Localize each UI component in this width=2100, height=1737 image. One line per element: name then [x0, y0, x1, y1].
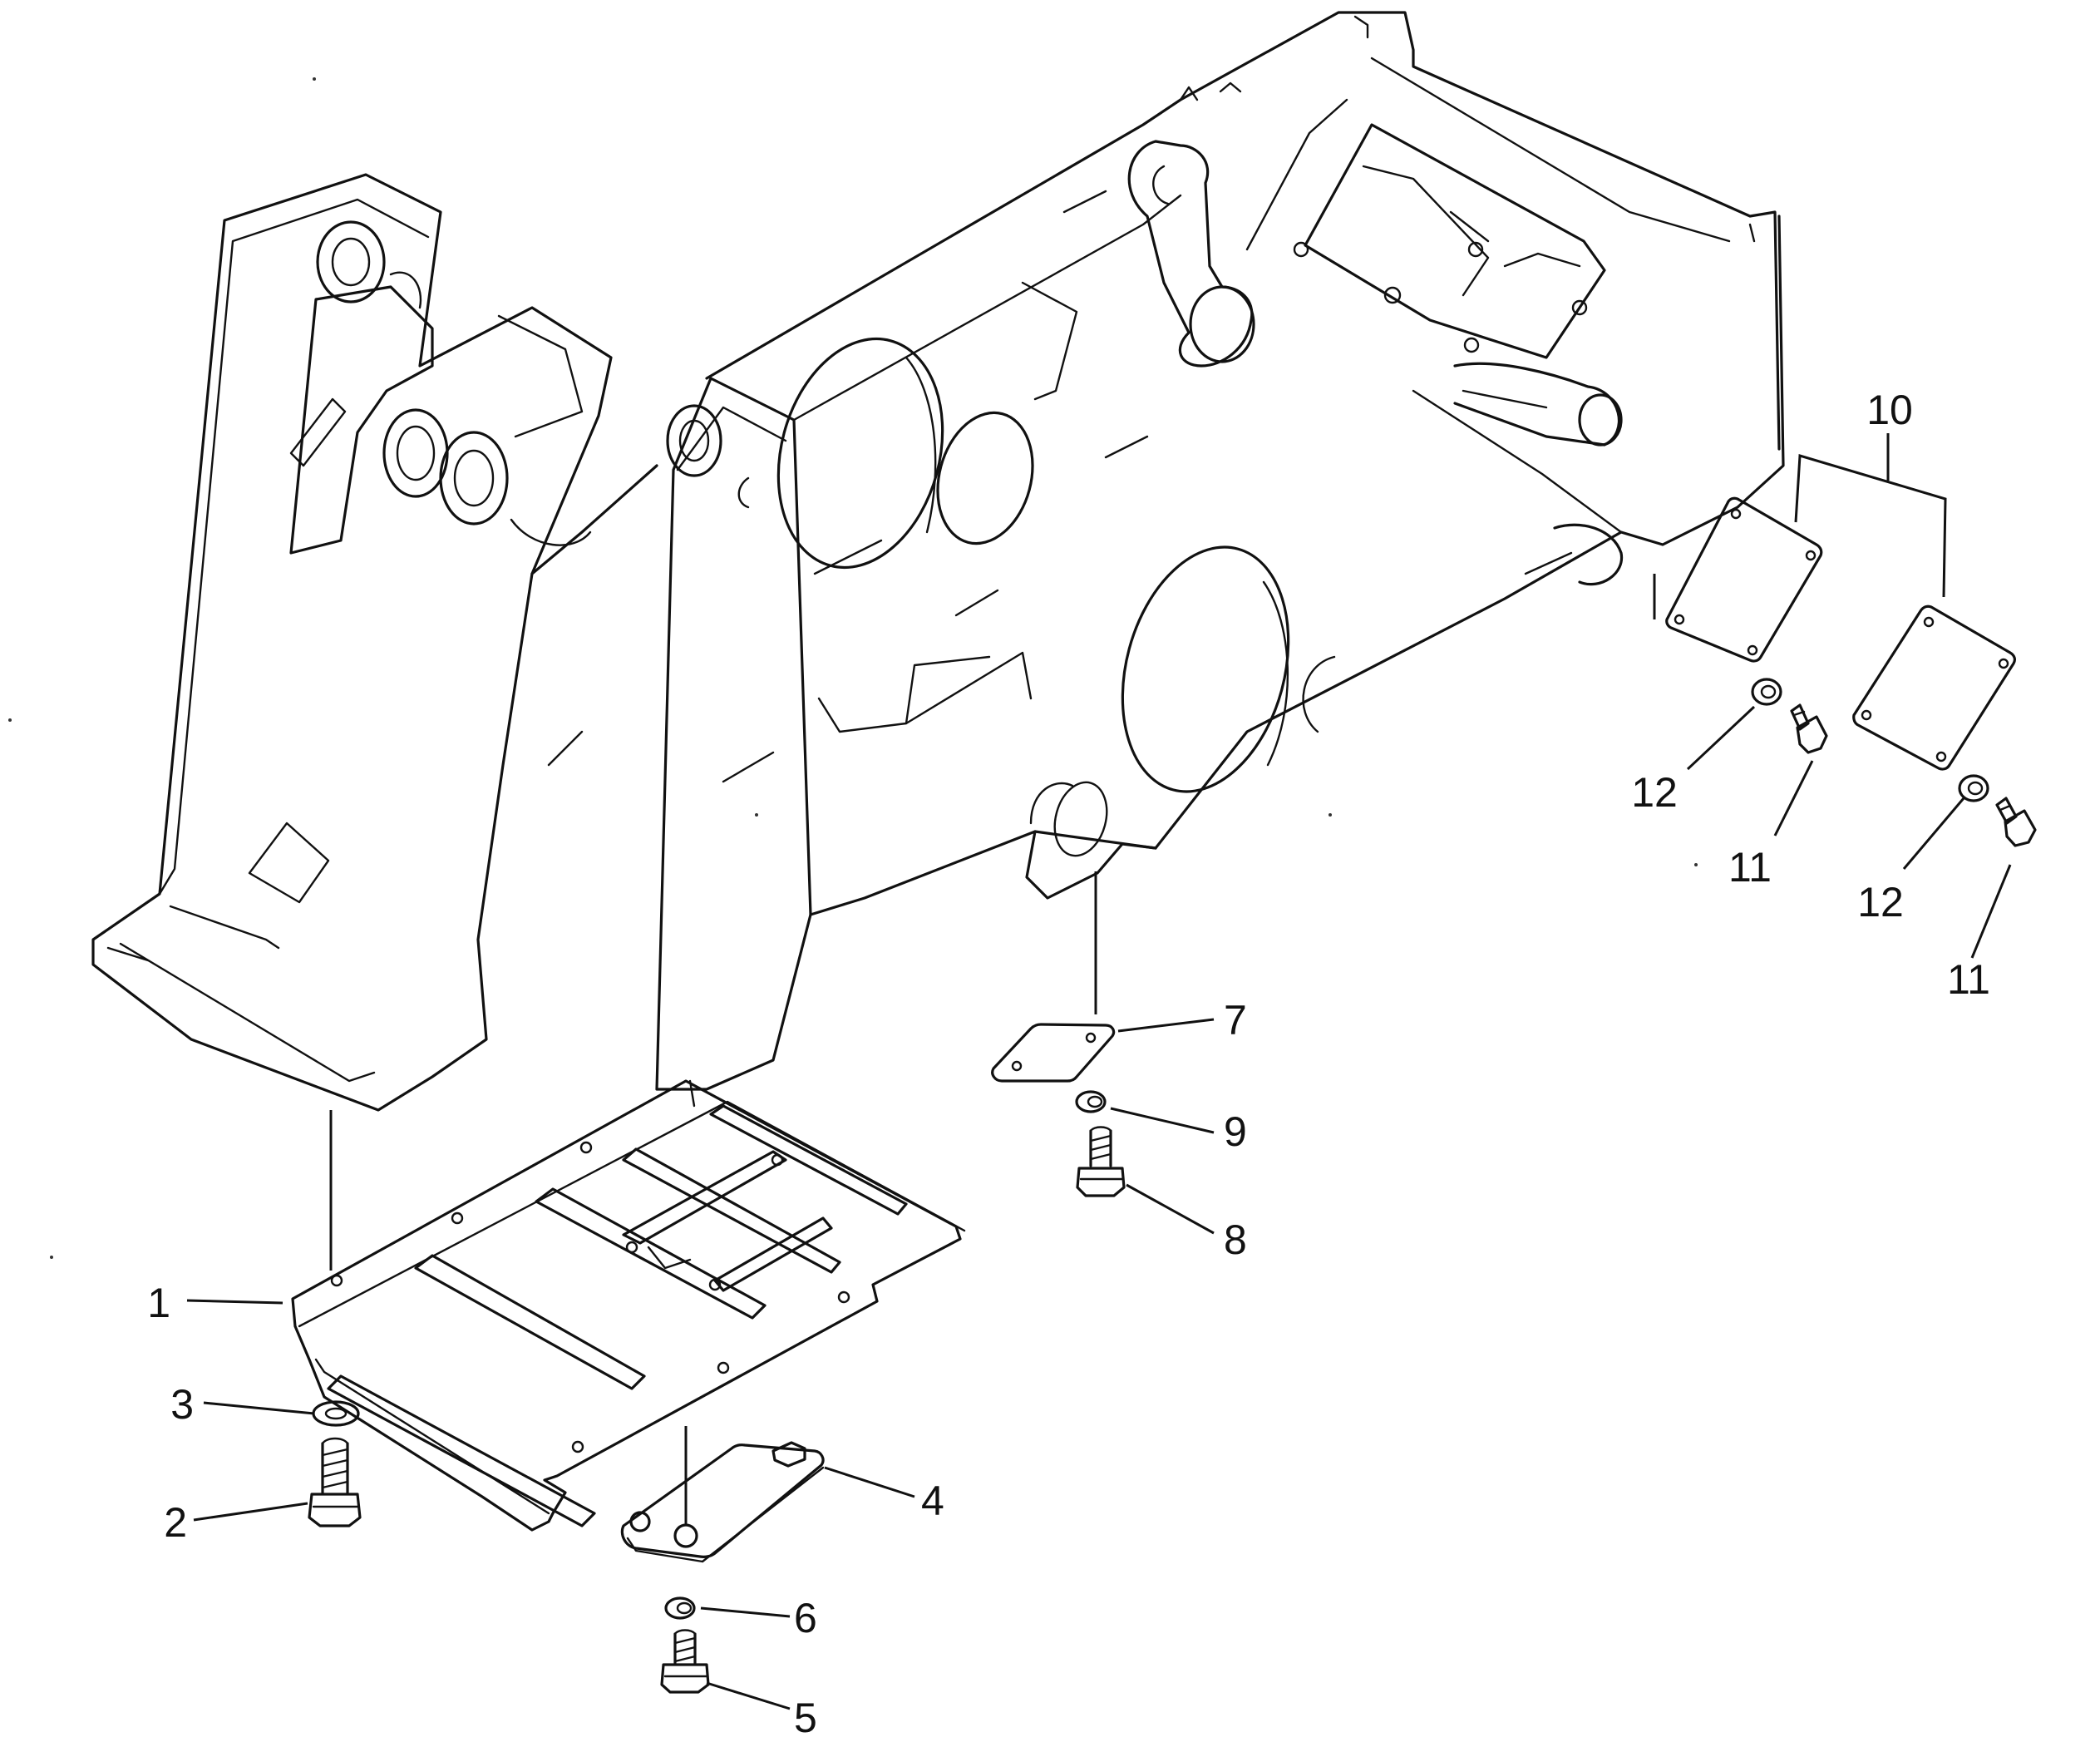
part-7-cover-plate — [991, 1023, 1116, 1083]
part-5-bolt — [660, 1629, 710, 1694]
main-frame — [91, 11, 1785, 1112]
callout-5: 5 — [794, 1695, 817, 1737]
callout-2: 2 — [164, 1499, 187, 1546]
part-2-bolt — [308, 1437, 362, 1527]
part-10-cover-plates — [1665, 496, 2016, 771]
callout-4: 4 — [921, 1478, 944, 1524]
callout-11a: 11 — [1728, 844, 1772, 891]
part-12-lock-washer-b — [1958, 774, 1989, 802]
part-11-bolt-a — [1790, 703, 1828, 754]
callout-6: 6 — [794, 1595, 817, 1641]
callout-1: 1 — [147, 1280, 170, 1326]
callout-9: 9 — [1224, 1108, 1247, 1155]
callout-10: 10 — [1866, 387, 1913, 433]
leader-lines — [186, 433, 2012, 1710]
part-9-lock-washer — [1075, 1090, 1107, 1113]
part-12-lock-washer-a — [1751, 678, 1782, 706]
part-6-lock-washer — [664, 1596, 696, 1620]
callout-numbers: 1 2 3 4 5 6 7 8 9 10 11 12 11 12 — [147, 387, 1990, 1737]
callout-7: 7 — [1224, 997, 1247, 1044]
callout-8: 8 — [1224, 1216, 1247, 1263]
part-11-bolt-b — [1995, 797, 2037, 847]
part-8-bolt — [1076, 1126, 1126, 1197]
part-1-undercover — [291, 1079, 966, 1532]
callout-11b: 11 — [1947, 956, 1990, 1003]
scan-specks — [8, 77, 1698, 1259]
callout-12b: 12 — [1857, 879, 1904, 925]
part-4-cover-plate — [620, 1441, 825, 1563]
callout-3: 3 — [170, 1381, 194, 1428]
callout-12a: 12 — [1631, 769, 1678, 816]
